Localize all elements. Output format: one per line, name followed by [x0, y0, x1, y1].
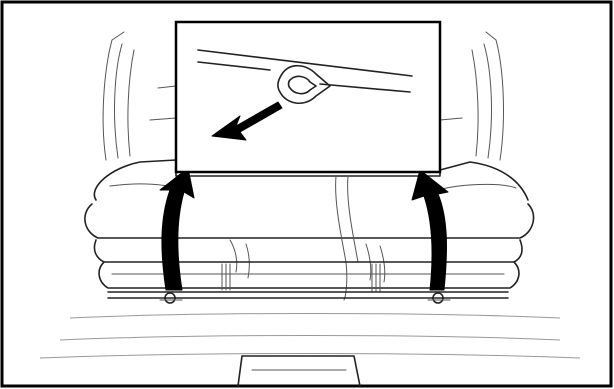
cargo-floor: [40, 314, 580, 387]
inset-frame: [176, 22, 440, 172]
rear-seat: [85, 160, 534, 303]
inset-detail: [176, 22, 440, 172]
left-callout-arrow: [160, 168, 194, 290]
right-callout-arrow: [412, 170, 448, 290]
